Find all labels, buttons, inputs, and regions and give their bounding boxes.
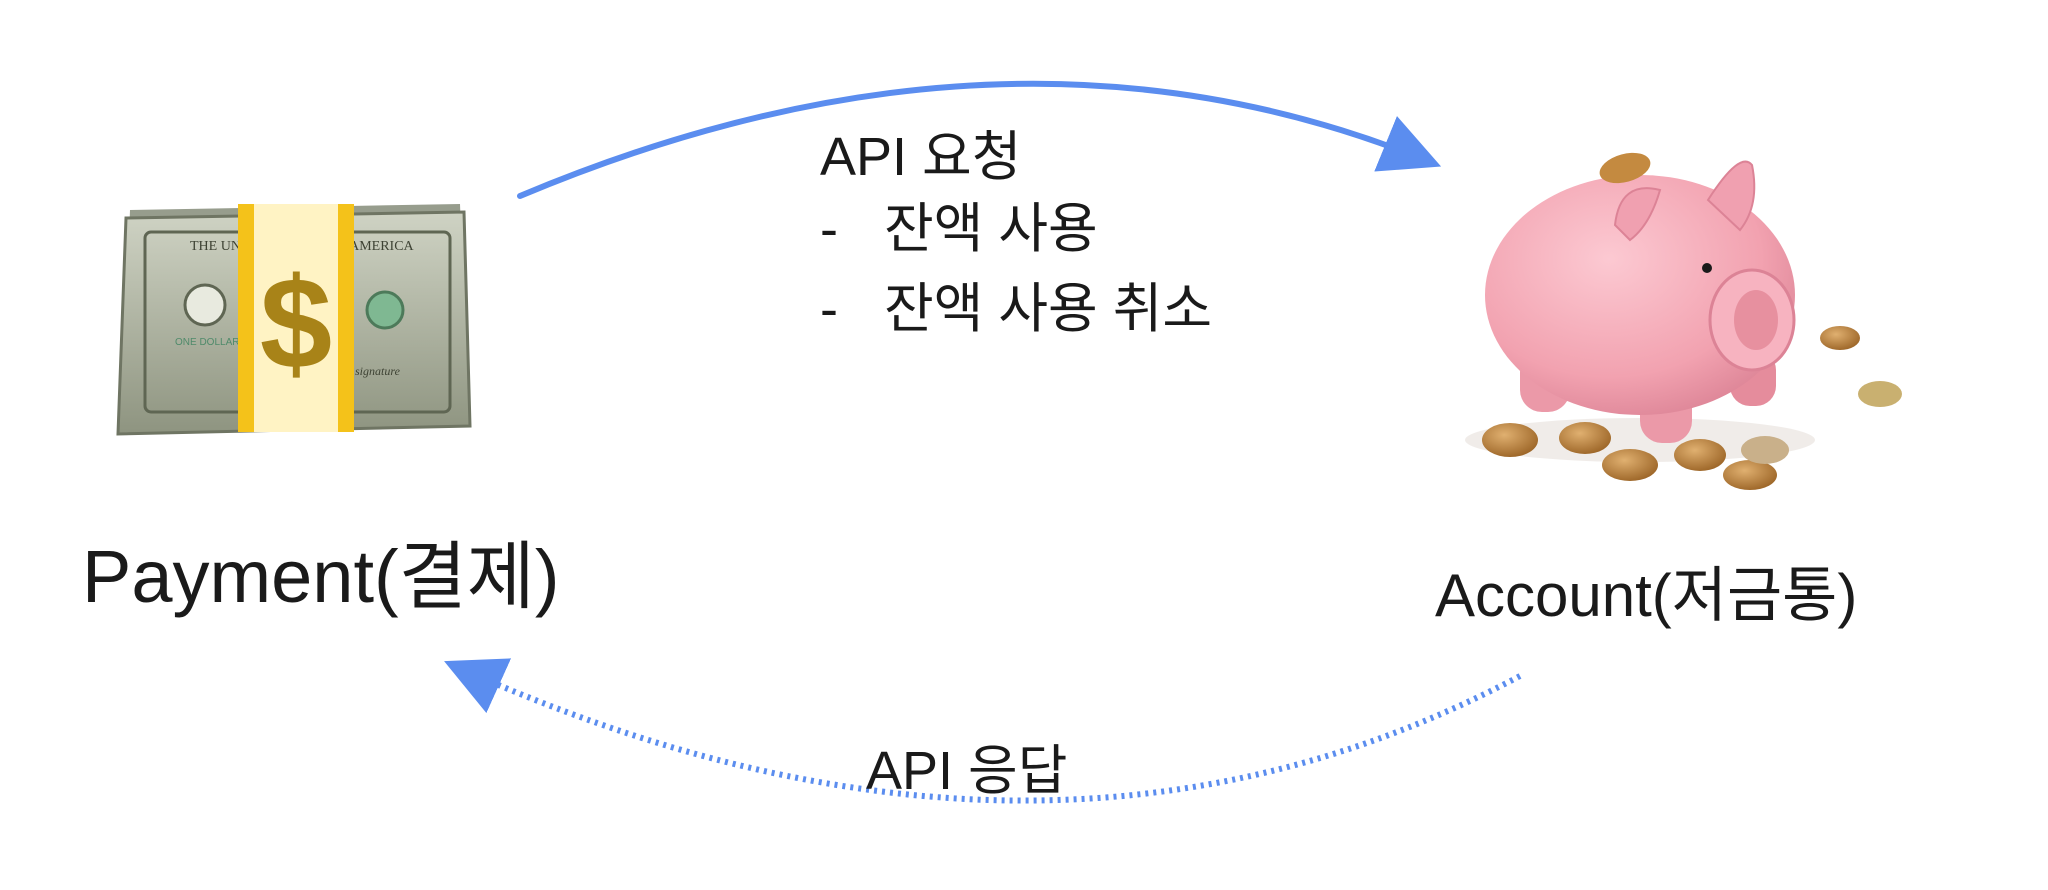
request-item: -잔액 사용 — [820, 202, 1098, 256]
request-item-bullet: - — [820, 279, 838, 339]
response-edge-title: API 응답 — [866, 741, 1068, 801]
svg-text:signature: signature — [355, 364, 401, 378]
payment-node-label: Payment(결제) — [82, 535, 560, 618]
account-node-label: Account(저금통) — [1435, 562, 1858, 629]
request-item-text: 잔액 사용 취소 — [884, 279, 1213, 339]
svg-text:ONE DOLLAR: ONE DOLLAR — [175, 337, 239, 348]
svg-text:$: $ — [260, 250, 332, 396]
money-bundle-icon: THE UNITED STATES OF AMERICA ONE DOLLAR … — [116, 204, 472, 436]
request-edge-title: API 요청 — [820, 127, 1022, 187]
piggy-bank-icon — [1465, 152, 1902, 490]
request-item-bullet: - — [820, 199, 838, 259]
request-item-text: 잔액 사용 — [884, 199, 1098, 259]
request-item: -잔액 사용 취소 — [820, 282, 1212, 336]
request-arrow — [517, 80, 1442, 199]
